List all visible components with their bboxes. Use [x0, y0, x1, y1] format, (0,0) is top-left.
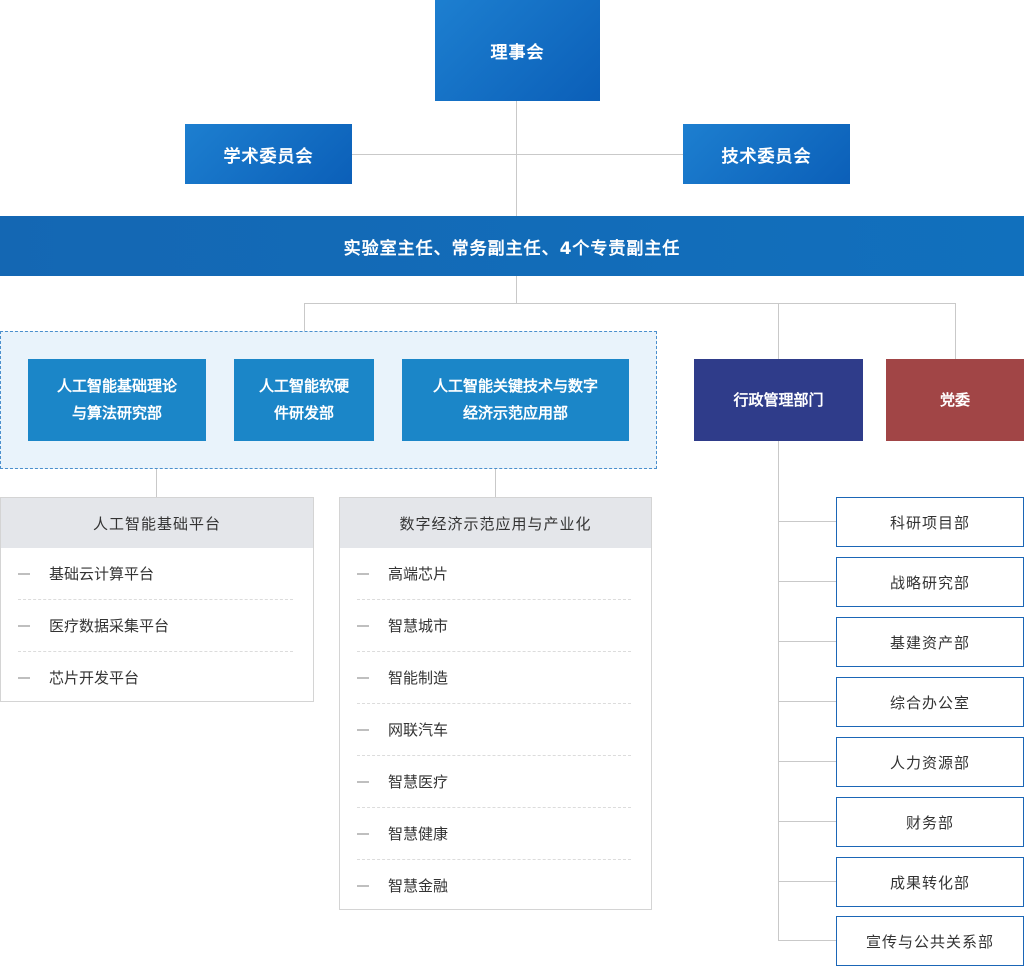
- dash-icon: [357, 572, 369, 575]
- dash-icon: [357, 780, 369, 783]
- connector-digital-platform: [495, 468, 496, 497]
- admin-unit-label: 成果转化部: [889, 873, 970, 892]
- dept-ai-sw-hw-line1: 人工智能软硬: [258, 377, 349, 395]
- list-item-label: 智能制造: [388, 669, 449, 687]
- tech-committee-box: 技术委员会: [683, 124, 850, 184]
- list-item: 医疗数据采集平台: [18, 600, 293, 652]
- connector-ai-platform: [156, 468, 157, 497]
- list-item: 高端芯片: [357, 548, 631, 600]
- dept-ai-software-hardware: 人工智能软硬 件研发部: [234, 359, 374, 441]
- admin-unit-label: 战略研究部: [889, 573, 970, 592]
- list-item: 芯片开发平台: [18, 652, 293, 703]
- list-item-label: 智慧城市: [388, 617, 449, 635]
- dash-icon: [357, 832, 369, 835]
- connector-admin-branch: [778, 581, 836, 582]
- party-committee-label: 党委: [939, 390, 970, 409]
- connector-research-down: [304, 303, 305, 332]
- connector-admin-branch: [778, 940, 836, 941]
- dash-icon: [18, 676, 30, 679]
- directors-label: 实验室主任、常务副主任、4个专责副主任: [343, 238, 681, 259]
- list-item-label: 智慧医疗: [388, 773, 449, 791]
- ai-platform-title: 人工智能基础平台: [1, 498, 313, 548]
- connector-admin-branch: [778, 761, 836, 762]
- connector-admin-branch: [778, 821, 836, 822]
- admin-dept-label: 行政管理部门: [733, 390, 824, 409]
- digital-economy-panel: 数字经济示范应用与产业化 高端芯片 智慧城市 智能制造 网联汽车 智慧医疗 智慧…: [339, 497, 652, 910]
- tech-committee-label: 技术委员会: [721, 146, 812, 167]
- party-committee-box: 党委: [886, 359, 1024, 441]
- dept-ai-theory-algorithm: 人工智能基础理论 与算法研究部: [28, 359, 206, 441]
- list-item: 智慧健康: [357, 808, 631, 860]
- dash-icon: [18, 572, 30, 575]
- admin-unit-strategy: 战略研究部: [836, 557, 1024, 607]
- admin-unit-label: 财务部: [905, 813, 954, 832]
- admin-unit-general-office: 综合办公室: [836, 677, 1024, 727]
- admin-dept-box: 行政管理部门: [694, 359, 863, 441]
- admin-unit-label: 综合办公室: [889, 693, 970, 712]
- list-item: 基础云计算平台: [18, 548, 293, 600]
- ai-platform-list: 基础云计算平台 医疗数据采集平台 芯片开发平台: [1, 548, 313, 703]
- dept-ai-key-tech-line1: 人工智能关键技术与数字: [432, 377, 598, 395]
- dash-icon: [357, 884, 369, 887]
- connector-directors-down: [516, 275, 517, 304]
- academic-committee-label: 学术委员会: [223, 146, 314, 167]
- admin-unit-label: 宣传与公共关系部: [865, 932, 994, 951]
- ai-platform-panel: 人工智能基础平台 基础云计算平台 医疗数据采集平台 芯片开发平台: [0, 497, 314, 702]
- connector-branch-horizontal: [304, 303, 956, 304]
- dash-icon: [357, 624, 369, 627]
- admin-unit-publicity-pr: 宣传与公共关系部: [836, 916, 1024, 966]
- dept-ai-theory-line1: 人工智能基础理论: [56, 377, 177, 395]
- connector-council-down: [516, 100, 517, 217]
- list-item-label: 芯片开发平台: [49, 669, 140, 687]
- admin-unit-infrastructure: 基建资产部: [836, 617, 1024, 667]
- list-item-label: 医疗数据采集平台: [49, 617, 170, 635]
- dash-icon: [18, 624, 30, 627]
- list-item-label: 智慧金融: [388, 877, 449, 895]
- connector-admin-branch: [778, 521, 836, 522]
- admin-unit-label: 基建资产部: [889, 633, 970, 652]
- connector-admin-down: [778, 303, 779, 359]
- connector-party-down: [955, 303, 956, 359]
- admin-unit-human-resources: 人力资源部: [836, 737, 1024, 787]
- list-item: 智慧金融: [357, 860, 631, 911]
- academic-committee-box: 学术委员会: [185, 124, 352, 184]
- connector-admin-trunk: [778, 441, 779, 940]
- digital-economy-list: 高端芯片 智慧城市 智能制造 网联汽车 智慧医疗 智慧健康 智慧金融: [340, 548, 651, 911]
- list-item-label: 高端芯片: [388, 565, 449, 583]
- connector-admin-branch: [778, 641, 836, 642]
- directors-bar: 实验室主任、常务副主任、4个专责副主任: [0, 216, 1024, 276]
- admin-unit-tech-transfer: 成果转化部: [836, 857, 1024, 907]
- list-item: 智慧医疗: [357, 756, 631, 808]
- dept-ai-key-tech-digital-economy: 人工智能关键技术与数字 经济示范应用部: [402, 359, 629, 441]
- admin-unit-label: 人力资源部: [889, 753, 970, 772]
- list-item: 智慧城市: [357, 600, 631, 652]
- dept-ai-key-tech-line2: 经济示范应用部: [462, 404, 568, 422]
- admin-unit-research-projects: 科研项目部: [836, 497, 1024, 547]
- dash-icon: [357, 728, 369, 731]
- dash-icon: [357, 676, 369, 679]
- council-box: 理事会: [435, 0, 600, 101]
- list-item-label: 网联汽车: [388, 721, 449, 739]
- dept-ai-sw-hw-line2: 件研发部: [273, 404, 334, 422]
- list-item: 智能制造: [357, 652, 631, 704]
- connector-admin-branch: [778, 701, 836, 702]
- list-item-label: 基础云计算平台: [49, 565, 155, 583]
- admin-unit-label: 科研项目部: [889, 513, 970, 532]
- dept-ai-theory-line2: 与算法研究部: [71, 404, 162, 422]
- connector-committees: [351, 154, 684, 155]
- list-item: 网联汽车: [357, 704, 631, 756]
- digital-economy-title: 数字经济示范应用与产业化: [340, 498, 651, 548]
- council-label: 理事会: [490, 43, 545, 63]
- connector-admin-branch: [778, 881, 836, 882]
- list-item-label: 智慧健康: [388, 825, 449, 843]
- admin-unit-finance: 财务部: [836, 797, 1024, 847]
